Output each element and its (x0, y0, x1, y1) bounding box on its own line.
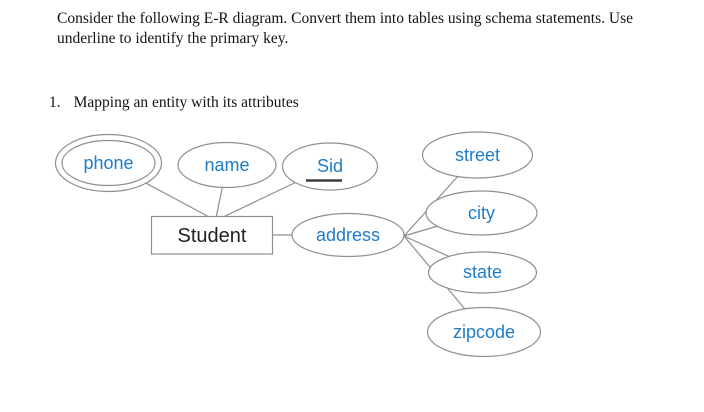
zipcode-ellipse (426, 306, 542, 358)
instructions-paragraph: Consider the following E-R diagram. Conv… (57, 9, 633, 49)
attribute-state: state (427, 251, 538, 294)
attribute-name: name (177, 141, 277, 189)
attribute-name-label: name (204, 155, 249, 175)
attribute-address: address (291, 212, 405, 258)
name-ellipse (177, 141, 277, 189)
list-item-number: 1. (49, 94, 61, 111)
attribute-phone-label: phone (83, 153, 133, 173)
attribute-city: city (425, 190, 538, 236)
phone-inner-ellipse (61, 139, 156, 187)
attribute-address-label: address (316, 225, 380, 245)
numbered-list-item: 1. Mapping an entity with its attributes (49, 94, 299, 112)
student-rectangle (150, 215, 274, 255)
entity-student-label: Student (178, 225, 247, 247)
street-ellipse (421, 131, 534, 179)
sid-ellipse (281, 142, 379, 191)
instructions-line2: underline to identify the primary key. (57, 30, 289, 47)
city-ellipse (425, 190, 538, 236)
instructions-line1: Consider the following E-R diagram. Conv… (57, 10, 633, 27)
attribute-sid: Sid (281, 142, 379, 191)
attribute-state-label: state (463, 262, 502, 282)
entity-student: Student (150, 215, 274, 255)
attribute-phone: phone (54, 133, 163, 193)
attribute-zipcode-label: zipcode (453, 322, 515, 342)
list-item-text: Mapping an entity with its attributes (73, 94, 299, 111)
state-ellipse (427, 251, 538, 294)
attribute-zipcode: zipcode (426, 306, 542, 358)
attribute-street-label: street (455, 145, 500, 165)
address-ellipse (291, 212, 405, 258)
attribute-sid-label: Sid (317, 156, 343, 176)
attribute-city-label: city (468, 203, 495, 223)
attribute-street: street (421, 131, 534, 179)
